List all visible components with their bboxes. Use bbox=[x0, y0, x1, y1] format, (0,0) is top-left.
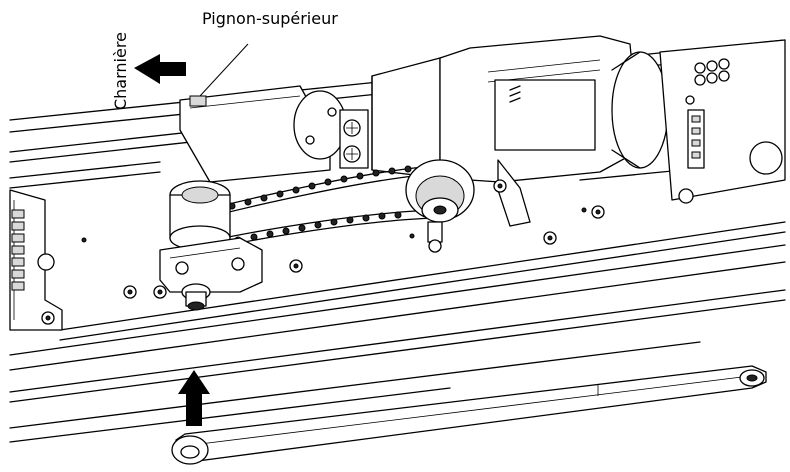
top-pinion-block bbox=[179, 85, 369, 183]
hinge-label: Charnière bbox=[111, 32, 130, 110]
output-sprocket bbox=[159, 180, 263, 311]
door-arm bbox=[171, 365, 767, 465]
arrow-up-icon bbox=[178, 370, 210, 426]
board-components bbox=[678, 58, 783, 204]
motor-sprocket bbox=[405, 159, 475, 253]
left-end-bracket bbox=[9, 189, 63, 331]
arrow-left-icon bbox=[134, 54, 186, 84]
top-pinion-leader-line bbox=[199, 43, 249, 97]
rail-fasteners bbox=[81, 179, 605, 299]
mounting-rail bbox=[9, 39, 786, 443]
top-pinion-label: Pignon-supérieur bbox=[202, 9, 338, 28]
control-board bbox=[659, 39, 786, 204]
motor-vent-marks bbox=[509, 85, 521, 103]
terminal-block bbox=[11, 209, 25, 291]
motor-housing bbox=[371, 35, 669, 227]
